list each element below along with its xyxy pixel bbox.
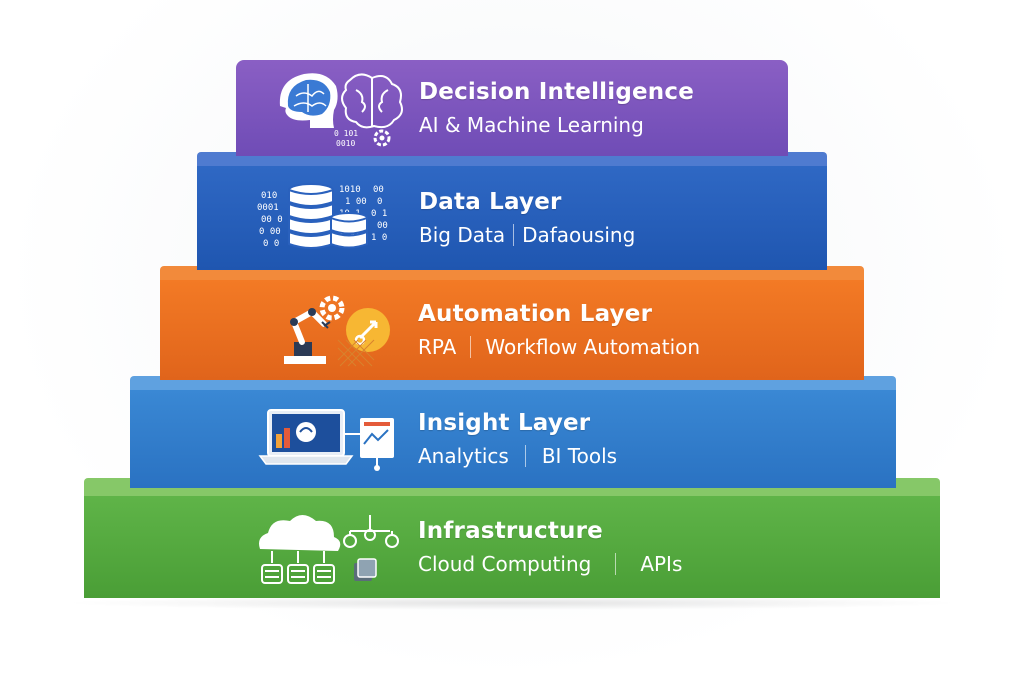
layer-insight: Insight Layer Analytics BI Tools (130, 376, 896, 488)
layer-sub-item: APIs (640, 552, 683, 576)
layer-title: Data Layer (419, 189, 562, 215)
layer-sub-item: Workflow Automation (485, 335, 701, 359)
layer-subtitle: Analytics BI Tools (418, 444, 617, 468)
svg-text:0 101: 0 101 (334, 129, 358, 138)
robot-arm-icon (264, 280, 414, 380)
layer-title: Infrastructure (418, 518, 603, 544)
separator (615, 553, 617, 575)
layer-text: Data Layer Big Data Dafaousing (419, 166, 635, 270)
svg-text:1 00: 1 00 (345, 197, 367, 207)
layer-front-face: Automation Layer RPA Workflow Automation (160, 280, 864, 380)
layer-sub-item: Big Data (419, 223, 506, 247)
layer-sub-item: RPA (418, 335, 457, 359)
svg-text:0 00: 0 00 (259, 227, 281, 237)
svg-text:0 0: 0 0 (263, 239, 279, 249)
svg-text:00: 00 (377, 221, 388, 231)
laptop-chart-icon (256, 390, 406, 488)
layer-title: Decision Intelligence (419, 79, 695, 105)
svg-text:1 0: 1 0 (371, 233, 387, 243)
layer-text: Insight Layer Analytics BI Tools (418, 390, 617, 488)
layer-text: Automation Layer RPA Workflow Automation (418, 280, 700, 380)
layer-text: Decision Intelligence AI & Machine Learn… (419, 60, 694, 156)
layer-automation: Automation Layer RPA Workflow Automation (160, 266, 864, 380)
cloud-icon (250, 496, 410, 598)
svg-text:010: 010 (261, 191, 277, 201)
svg-text:1010: 1010 (339, 185, 361, 195)
svg-text:0: 0 (377, 197, 382, 207)
layer-text: Infrastructure Cloud Computing APIs (418, 496, 682, 598)
layer-subtitle: Big Data Dafaousing (419, 223, 635, 247)
layer-subtitle: AI & Machine Learning (419, 113, 694, 137)
layer-front-face: Insight Layer Analytics BI Tools (130, 390, 896, 488)
layer-title: Automation Layer (418, 301, 653, 327)
layer-sub-item: Dafaousing (522, 223, 636, 247)
layer-infrastructure: Infrastructure Cloud Computing APIs (84, 478, 940, 598)
layer-subtitle: Cloud Computing APIs (418, 552, 682, 576)
layer-sub-item: Analytics (418, 444, 509, 468)
separator (524, 445, 526, 467)
stack-shadow (60, 596, 964, 610)
svg-text:00 0: 00 0 (261, 215, 283, 225)
layer-front-face: Infrastructure Cloud Computing APIs (84, 496, 940, 598)
svg-text:0001: 0001 (257, 203, 279, 213)
layer-sub-item: Cloud Computing (418, 552, 592, 576)
svg-text:0010: 0010 (336, 139, 355, 148)
layer-subtitle: RPA Workflow Automation (418, 335, 700, 359)
layer-sub-item: BI Tools (541, 444, 618, 468)
separator (470, 336, 472, 358)
svg-text:0 1: 0 1 (371, 209, 387, 219)
separator (513, 224, 515, 246)
svg-text:00: 00 (373, 185, 384, 195)
layer-sub-item: AI & Machine Learning (419, 113, 644, 137)
layer-title: Insight Layer (418, 410, 591, 436)
